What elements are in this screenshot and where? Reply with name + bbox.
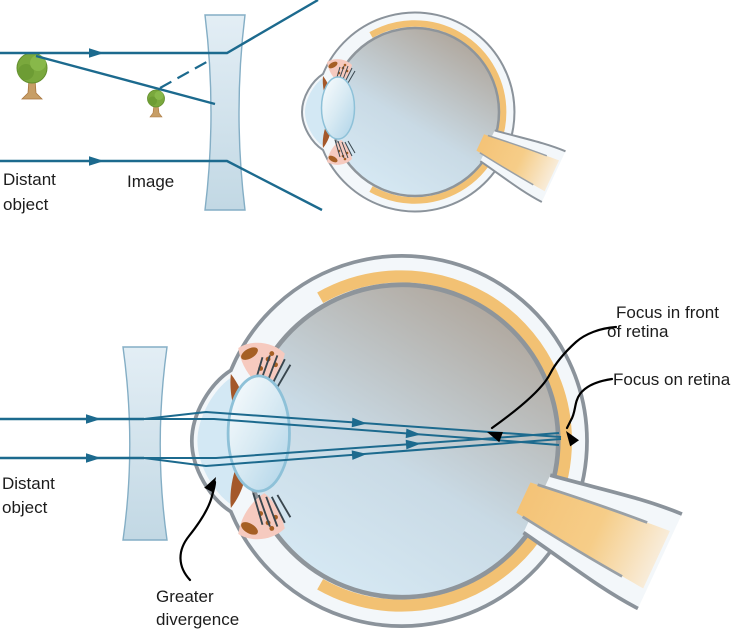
greater-divergence-leader <box>179 480 217 582</box>
focus-in-front-label-line2: of retina <box>607 322 669 341</box>
top-light-rays <box>0 0 323 212</box>
bottom-light-rays <box>0 410 562 468</box>
top-upper-ray <box>0 0 319 55</box>
ray-arrowhead <box>86 453 101 463</box>
top-distant-object-label-line2: object <box>3 195 49 214</box>
ray-arrowhead <box>89 48 104 58</box>
focus-on-retina-label: Focus on retina <box>613 370 731 389</box>
focus-in-front-label-line1: Focus in front <box>616 303 719 322</box>
top-panel: Distant object Image <box>0 0 565 214</box>
top-lower-ray <box>0 159 323 212</box>
greater-divergence-label-line1: Greater <box>156 587 214 606</box>
diverged-lower-ray <box>143 438 562 468</box>
bottom-eye-cross-section <box>192 256 682 626</box>
uncorrected-lower-ray <box>144 432 560 459</box>
focus-in-front-leader <box>490 325 618 430</box>
bottom-diverging-lens <box>122 346 168 541</box>
top-diverging-lens <box>204 14 246 211</box>
bottom-distant-object-label-line2: object <box>2 498 48 517</box>
top-eye-cross-section <box>302 12 565 211</box>
ray-arrowhead <box>86 414 101 424</box>
focus-on-retina-leader <box>565 377 614 430</box>
bottom-distant-object-label-line1: Distant <box>2 474 55 493</box>
top-distant-object-label-line1: Distant <box>3 170 56 189</box>
ray-arrowhead <box>89 156 104 166</box>
top-image-label: Image <box>127 172 174 191</box>
greater-divergence-label-line2: divergence <box>156 610 239 629</box>
bottom-panel: Distant object Greater divergence Focus … <box>0 256 731 629</box>
top-ray-arrowheads <box>89 48 104 166</box>
top-image-tree <box>147 89 165 118</box>
top-chief-ray <box>35 54 216 106</box>
top-distant-object-tree <box>16 52 48 100</box>
top-virtual-ray-dashed <box>159 58 213 89</box>
diverged-upper-ray <box>143 410 562 438</box>
